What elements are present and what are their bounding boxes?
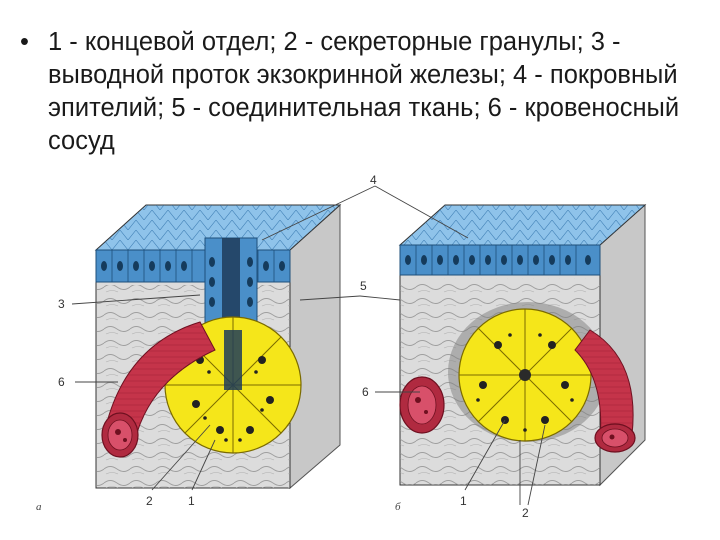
block-a bbox=[96, 205, 340, 488]
subfigure-a-label: а bbox=[36, 501, 42, 513]
subfigure-b-label: б bbox=[395, 501, 401, 513]
label-6-a: 6 bbox=[58, 375, 65, 389]
block-a-epithelium bbox=[96, 250, 290, 282]
label-5: 5 bbox=[360, 279, 367, 293]
label-3: 3 bbox=[58, 297, 65, 311]
label-2-a: 2 bbox=[146, 494, 153, 508]
label-1-a: 1 bbox=[188, 494, 195, 508]
block-b bbox=[400, 205, 645, 485]
blood-vessel-b-left bbox=[400, 377, 444, 433]
label-4: 4 bbox=[370, 173, 377, 187]
label-6-b: 6 bbox=[362, 385, 369, 399]
label-2-b: 2 bbox=[522, 506, 529, 520]
label-1-b: 1 bbox=[460, 494, 467, 508]
block-a-side bbox=[290, 205, 340, 488]
